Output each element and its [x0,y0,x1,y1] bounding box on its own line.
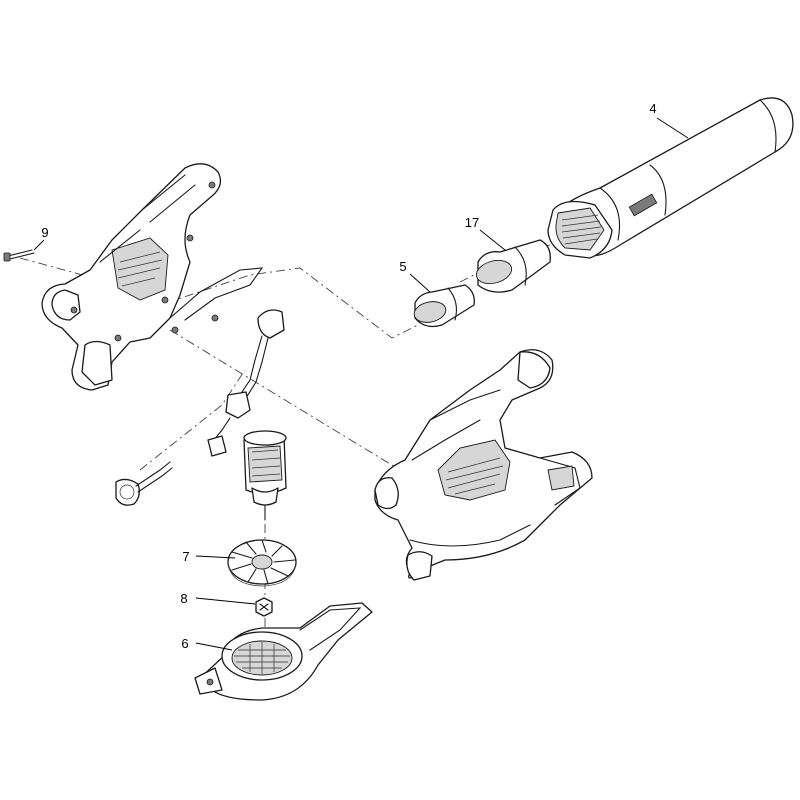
callout-5: 5 [399,259,406,274]
housing-screw-bosses [70,181,219,342]
callout-labels: 4 17 5 9 7 8 6 [41,101,656,651]
left-housing-half [41,163,264,391]
callout-7: 7 [182,549,189,564]
screw-part-9 [3,249,35,262]
callout-17: 17 [465,215,479,230]
callout-leaders [33,117,689,651]
callout-6: 6 [181,636,188,651]
motor [243,430,287,521]
impeller-fan-part-7 [227,539,297,587]
nozzle-tip-part-5 [413,284,475,328]
assembled-blower-body [374,349,593,581]
switch-and-cord-assembly [115,309,285,506]
intake-base-part-6 [194,602,373,701]
callout-4: 4 [649,101,656,116]
callout-9: 9 [41,225,48,240]
callout-8: 8 [180,591,187,606]
blower-tube-part-4 [547,97,794,259]
nozzle-adapter-part-17 [475,239,551,293]
nut-part-8 [255,597,273,617]
